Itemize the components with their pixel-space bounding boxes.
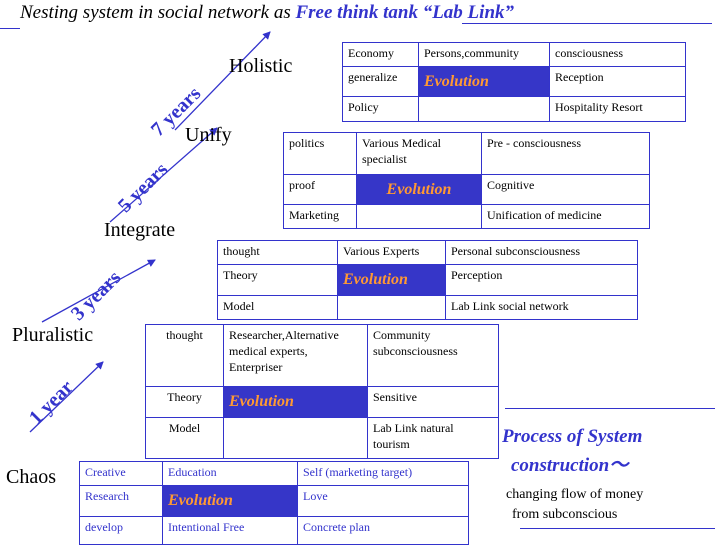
- stage-integrate: Integrate: [104, 219, 176, 241]
- cell-empty: [223, 417, 368, 459]
- flow-caption: changing flow of money from subconscious: [506, 485, 643, 525]
- process-line-2: construction～: [511, 455, 629, 476]
- cell-community-subconsciousness: Community subconsciousness: [367, 324, 499, 387]
- stage-chaos: Chaos: [6, 466, 56, 488]
- cell-research: Research: [79, 485, 163, 517]
- cell-creative: Creative: [79, 461, 163, 486]
- arrow-integrate-to-unify: [109, 127, 218, 223]
- cell-evolution: Evolution: [162, 485, 298, 517]
- process-caption: Process of System construction～: [502, 422, 642, 480]
- cell-education: Education: [162, 461, 298, 486]
- cell-evolution: Evolution: [418, 66, 550, 97]
- cell-empty: [356, 204, 482, 229]
- cell-politics: politics: [283, 132, 357, 175]
- cell-consciousness: consciousness: [549, 42, 686, 67]
- arrow-chaos-to-pluralistic: [29, 361, 104, 433]
- cell-cognitive: Cognitive: [481, 174, 650, 205]
- arrow-unify-to-holistic: [174, 31, 271, 131]
- title-underline-left: [0, 28, 20, 29]
- page-title: Nesting system in social network as Free…: [20, 2, 514, 24]
- cell-lab-link-natural-tourism: Lab Link natural tourism: [367, 417, 499, 459]
- cell-policy: Policy: [342, 96, 419, 122]
- table-integrate: thought Various Experts Personal subcons…: [217, 240, 638, 320]
- cell-proof: proof: [283, 174, 357, 205]
- cell-persons-community: Persons,community: [418, 42, 550, 67]
- process-line-1: Process of System: [502, 426, 643, 447]
- cell-pre-consciousness: Pre - consciousness: [481, 132, 650, 175]
- stage-holistic: Holistic: [229, 55, 293, 77]
- cell-evolution: Evolution: [356, 174, 482, 205]
- cell-various-experts: Various Experts: [337, 240, 446, 265]
- flow-line-1: changing flow of money: [506, 487, 644, 502]
- title-underline-right: [462, 23, 712, 24]
- cell-thought: thought: [217, 240, 338, 265]
- cell-intentional-free: Intentional Free: [162, 516, 298, 545]
- cell-marketing: Marketing: [283, 204, 357, 229]
- stage-unify: Unify: [185, 124, 232, 146]
- cell-various-medical-specialist: Various Medical specialist: [356, 132, 482, 175]
- cell-economy: Economy: [342, 42, 419, 67]
- flow-line-2: from subconscious: [512, 507, 618, 522]
- cell-theory: Theory: [145, 386, 224, 418]
- flow-divider-bottom: [520, 528, 715, 529]
- cell-personal-subconsciousness: Personal subconsciousness: [445, 240, 638, 265]
- table-holistic: Economy Persons,community consciousness …: [342, 42, 686, 122]
- title-accent: Free think tank “Lab Link”: [295, 2, 515, 23]
- cell-evolution: Evolution: [337, 264, 446, 296]
- cell-love: Love: [297, 485, 469, 517]
- process-divider-top: [505, 408, 715, 409]
- cell-sensitive: Sensitive: [367, 386, 499, 418]
- cell-self-marketing-target: Self (marketing target): [297, 461, 469, 486]
- cell-model: Model: [217, 295, 338, 320]
- cell-researcher-experts-enterpriser: Researcher,Alternative medical experts, …: [223, 324, 368, 387]
- stage-pluralistic: Pluralistic: [12, 324, 94, 346]
- title-prefix: Nesting system in social network as: [20, 2, 296, 23]
- cell-generalize: generalize: [342, 66, 419, 97]
- cell-unification-of-medicine: Unification of medicine: [481, 204, 650, 229]
- table-pluralistic: thought Researcher,Alternative medical e…: [145, 324, 499, 459]
- cell-concrete-plan: Concrete plan: [297, 516, 469, 545]
- cell-model: Model: [145, 417, 224, 459]
- table-chaos: Creative Education Self (marketing targe…: [79, 461, 469, 545]
- arrow-pluralistic-to-integrate: [41, 259, 156, 323]
- cell-perception: Perception: [445, 264, 638, 296]
- cell-develop: develop: [79, 516, 163, 545]
- cell-thought: thought: [145, 324, 224, 387]
- cell-evolution: Evolution: [223, 386, 368, 418]
- cell-theory: Theory: [217, 264, 338, 296]
- cell-lab-link-social-network: Lab Link social network: [445, 295, 638, 320]
- cell-reception: Reception: [549, 66, 686, 97]
- cell-empty: [418, 96, 550, 122]
- table-unify: politics Various Medical specialist Pre …: [283, 132, 650, 229]
- cell-empty: [337, 295, 446, 320]
- cell-hospitality-resort: Hospitality Resort: [549, 96, 686, 122]
